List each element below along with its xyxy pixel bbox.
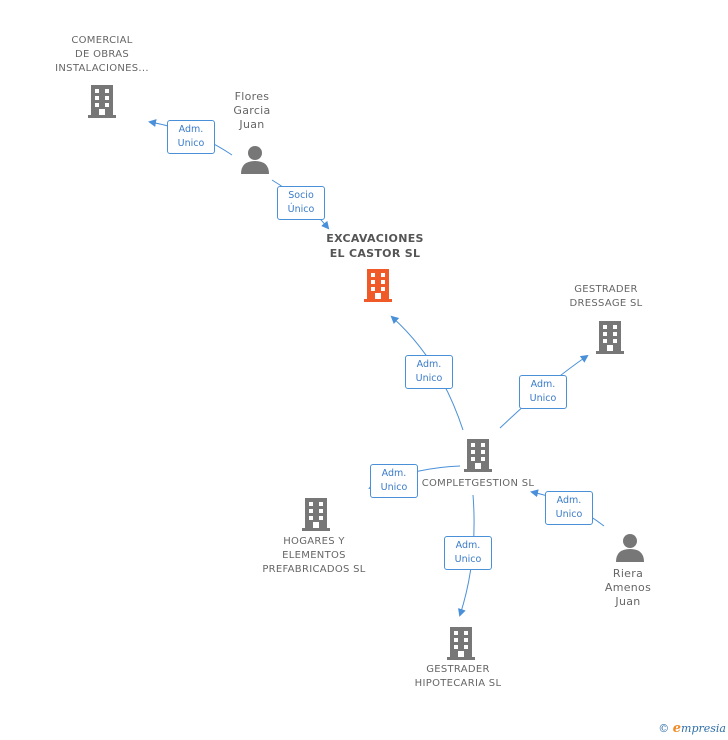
node-hogares-label[interactable]: HOGARES Y ELEMENTOS PREFABRICADOS SL [262,536,366,575]
copyright-symbol: © [658,722,670,735]
edge-label-adm-unico: Adm. Unico [519,375,567,409]
edge-label-line1: Socio [288,190,314,201]
edge-label-line2: Único [287,204,315,215]
edge-label-adm-unico: Adm. Unico [405,355,453,389]
brand-name: mpresia [681,722,726,735]
edge-label-adm-unico: Adm. Unico [545,491,593,525]
edge-label-socio-unico: Socio Único [277,186,325,220]
edge-label-adm-unico: Adm. Unico [370,464,418,498]
edge-label-line2: Unico [529,393,557,404]
edge-label-line2: Unico [380,482,408,493]
edge-label-line1: Adm. [416,359,442,370]
person-icon[interactable] [615,532,645,562]
building-icon[interactable] [594,320,626,354]
edge-label-adm-unico: Adm. Unico [167,120,215,154]
node-completgestion-label[interactable]: COMPLETGESTION SL [421,478,535,489]
building-icon[interactable] [462,438,494,472]
building-icon[interactable] [300,497,332,531]
edge-label-line1: Adm. [381,468,407,479]
brand-initial: e [672,721,682,736]
edge-label-line1: Adm. [530,379,556,390]
empresia-logo[interactable]: © empresia [658,721,726,736]
building-icon[interactable] [86,84,118,118]
edge-label-adm-unico: Adm. Unico [444,536,492,570]
person-icon[interactable] [240,144,270,174]
node-excavaciones-label[interactable]: EXCAVACIONES EL CASTOR SL [326,232,424,260]
node-riera-label[interactable]: Riera Amenos Juan [604,567,652,608]
building-icon-highlighted[interactable] [362,268,394,302]
node-flores-label[interactable]: Flores Garcia Juan [233,90,271,131]
edge-label-line2: Unico [415,373,443,384]
edge-label-line2: Unico [454,554,482,565]
building-icon[interactable] [445,626,477,660]
node-gestrader-dressage-label[interactable]: GESTRADER DRESSAGE SL [569,284,643,309]
edge-label-line1: Adm. [455,540,481,551]
edge-label-line2: Unico [177,138,205,149]
node-comercial-label[interactable]: COMERCIAL DE OBRAS INSTALACIONES... [55,35,149,74]
edge-label-line2: Unico [555,509,583,520]
edge-label-line1: Adm. [178,124,204,135]
node-gestrader-hipotecaria-label[interactable]: GESTRADER HIPOTECARIA SL [414,664,502,689]
edge-label-line1: Adm. [556,495,582,506]
